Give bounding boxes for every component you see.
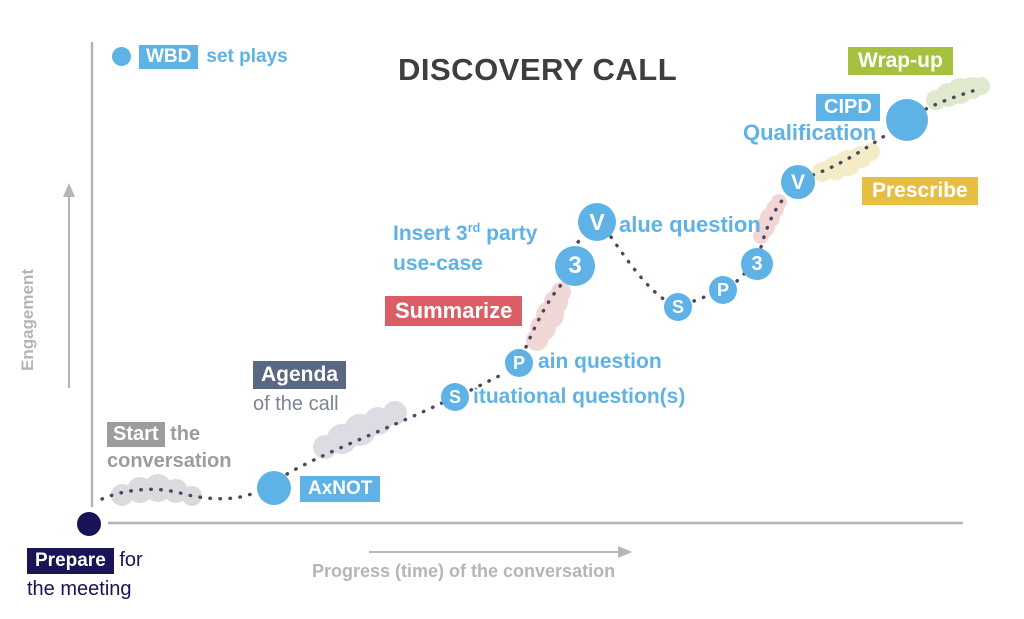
y-axis-label: Engagement <box>18 268 37 372</box>
stage-start-label: Start the conversation <box>107 422 231 473</box>
insert-line1a: Insert 3 <box>393 222 468 245</box>
summarize-badge: Summarize <box>385 296 523 326</box>
y-axis-arrow <box>63 183 75 388</box>
repeat-insert-node: 3 <box>741 248 773 280</box>
start-badge: Start <box>107 422 165 447</box>
legend-dot-icon <box>112 47 131 67</box>
prescribe-badge: Prescribe <box>862 177 978 205</box>
cipd-line2: Qualification <box>743 120 877 145</box>
agenda-badge: Agenda <box>253 361 347 390</box>
page-title: DISCOVERY CALL <box>398 52 678 87</box>
cipd-badge: CIPD <box>816 94 880 121</box>
legend-badge: WBD <box>139 45 199 69</box>
axnot-badge: AxNOT <box>300 476 381 502</box>
agenda-line2: of the call <box>253 393 339 416</box>
stage-agenda-label: Agenda of the call <box>253 361 347 416</box>
cloud-summarize-2 <box>753 194 787 244</box>
cloud-agenda <box>313 401 407 459</box>
dotted-path <box>100 86 984 501</box>
axnot-node <box>257 471 291 505</box>
cloud-summarize <box>526 282 571 351</box>
axes-lines <box>90 42 963 525</box>
prepare-line2: the meeting <box>27 577 132 600</box>
insert-line1b: party <box>480 222 538 245</box>
repeat-situational-node: S <box>664 293 692 321</box>
repeat-value-node: V <box>781 165 815 199</box>
value-label: alue question <box>619 212 761 237</box>
insert-sup: rd <box>467 221 481 235</box>
x-axis-arrow <box>369 546 632 558</box>
prepare-badge: Prepare <box>27 548 114 574</box>
legend: WBD set plays <box>112 45 288 69</box>
cloud-start-conversation <box>111 474 202 506</box>
pain-label: ain question <box>538 350 662 373</box>
insert-node: 3 <box>555 246 595 286</box>
start-line2: conversation <box>107 450 232 472</box>
x-axis-label: Progress (time) of the conversation <box>312 561 616 581</box>
legend-label: set plays <box>206 45 288 67</box>
pain-node: P <box>505 349 533 377</box>
stage-prepare-label: Prepare for the meeting <box>27 548 143 601</box>
wrap-up-badge: Wrap-up <box>848 47 953 75</box>
value-node: V <box>578 203 616 241</box>
start-inline: the <box>164 423 201 445</box>
cipd-node <box>886 99 928 141</box>
insert-line2: use-case <box>393 252 483 276</box>
repeat-pain-node: P <box>709 276 737 304</box>
situational-node: S <box>441 383 469 411</box>
cloud-prescribe <box>812 143 880 182</box>
insert-use-case-label: Insert 3rd party use-case <box>393 219 537 280</box>
prepare-node <box>77 512 101 536</box>
prepare-inline: for <box>113 549 143 571</box>
situational-label: ituational question(s) <box>473 385 686 408</box>
